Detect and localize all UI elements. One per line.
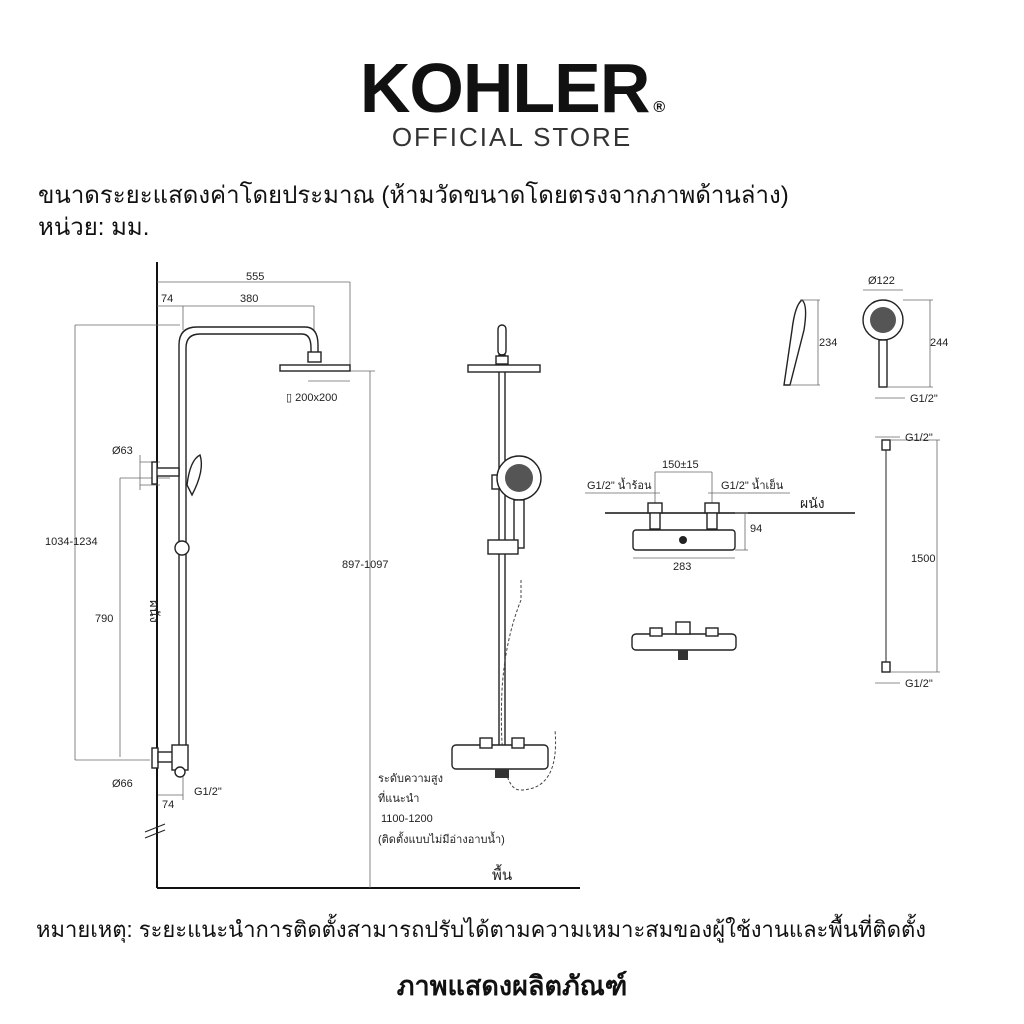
floor-label: พื้น [492,864,512,884]
shower-column-front-view [451,324,557,791]
dim-height-head: 897-1097 [342,559,389,571]
dim-thread-side: G1/2" [194,786,222,798]
dim-height-total: 1034-1234 [45,536,98,548]
approx-dimension-notice: ขนาดระยะแสดงค่าโดยประมาณ (ห้ามวัดขนาดโดย… [38,182,789,209]
recommended-note: (ติดตั้งแบบไม่มีอ่างอาบน้ำ) [378,831,505,846]
shower-column-side-view [151,326,351,778]
dim-offset-wall: 74 [161,293,173,305]
unit-label: หน่วย: มม. [38,214,150,241]
registered-mark: ® [653,99,665,116]
hand-shower-drawings [783,289,933,399]
mixer-drawings [585,471,855,660]
wall-label-mixer: ผนัง [800,495,825,511]
dim-hose-thread-bottom: G1/2" [905,678,933,690]
kohler-logo: KOHLER® [0,48,1024,148]
dim-width-total: 555 [246,271,264,283]
dim-hand-diameter: Ø122 [868,275,895,287]
recommended-height-label: ระดับความสูง [378,773,443,785]
dim-hand-thread: G1/2" [910,393,938,405]
dim-hand-side-height: 234 [819,337,837,349]
dim-hose-thread-top: G1/2" [905,432,933,444]
dim-mixer-spacing: 150±15 [662,459,699,471]
store-subtitle: OFFICIAL STORE [391,122,633,152]
dim-mixer-width: 283 [673,561,691,573]
dim-height-valve: 790 [95,613,113,625]
dim-hose-length: 1500 [911,553,935,565]
hose-drawing [875,436,940,684]
product-illustration-title: ภาพแสดงผลิตภัณฑ์ [396,971,628,1001]
hot-inlet-label: G1/2" น้ำร้อน [587,477,652,492]
dim-hand-front-height: 244 [930,337,948,349]
cold-inlet-label: G1/2" น้ำเย็น [721,477,784,492]
dimension-lines-side [74,281,375,888]
dim-mixer-depth: 94 [750,523,762,535]
installation-note: หมายเหตุ: ระยะแนะนำการติดตั้งสามารถปรับไ… [36,917,927,942]
dim-offset-bottom: 74 [162,799,174,811]
recommended-height-value: 1100-1200 [381,813,433,825]
dim-dia-valve: Ø66 [112,778,133,790]
brand-name: KOHLER [359,49,651,127]
dim-arm-length: 380 [240,293,258,305]
wall-label-side: ผนัง [147,600,162,623]
dim-dia-holder: Ø63 [112,445,133,457]
dim-head-size: ▯ 200x200 [286,392,337,404]
recommended-label-2: ที่แนะนำ [378,790,419,805]
